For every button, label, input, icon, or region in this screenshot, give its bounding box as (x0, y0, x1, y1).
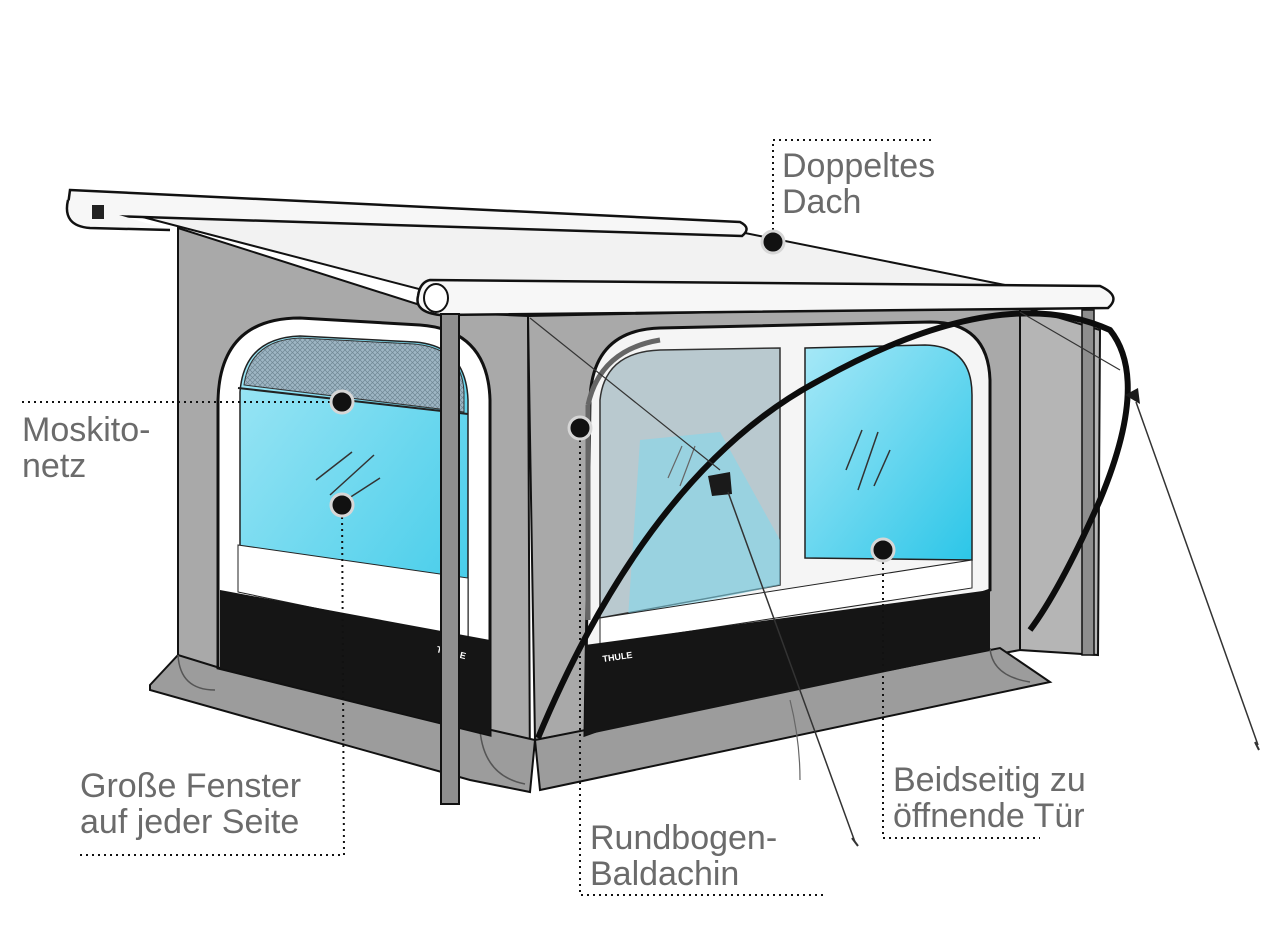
double-roof (65, 188, 1115, 317)
front-left-pole (440, 313, 460, 805)
marker-mosquito (329, 389, 355, 415)
label-door: Beidseitig zu öffnende Tür (893, 762, 1086, 834)
label-door-line2: öffnende Tür (893, 797, 1085, 835)
label-round-arch-canopy: Rundbogen- Baldachin (590, 820, 777, 892)
label-large-windows-line2: auf jeder Seite (80, 803, 300, 841)
rail-bracket (92, 205, 104, 219)
callout-markers (329, 229, 896, 563)
leader-roof (772, 139, 935, 242)
label-round-arch-canopy-line1: Rundbogen- (590, 819, 778, 857)
label-mosquito-net-line1: Moskito- (22, 411, 151, 449)
leader-canopy (579, 428, 825, 896)
label-round-arch-canopy-line2: Baldachin (590, 855, 740, 893)
label-double-roof: Doppeltes Dach (782, 148, 935, 220)
right-side-wall (1019, 304, 1102, 657)
label-mosquito-net-line2: netz (22, 447, 87, 485)
label-door-line1: Beidseitig zu (893, 761, 1086, 799)
guy-line-right (1135, 401, 1259, 746)
label-large-windows: Große Fenster auf jeder Seite (80, 768, 301, 840)
front-door-window: THULE (583, 320, 992, 738)
leader-door (882, 550, 1040, 839)
leader-lines (20, 139, 1040, 896)
guy-line-front (727, 491, 856, 843)
left-window: THULE (216, 316, 492, 737)
label-double-roof-line1: Doppeltes (782, 147, 936, 185)
label-large-windows-line1: Große Fenster (80, 767, 302, 805)
marker-door (870, 537, 896, 563)
marker-roof (760, 229, 786, 255)
front-awning-rail (416, 278, 1115, 317)
label-mosquito-net: Moskito- netz (22, 412, 150, 484)
marker-windows (329, 492, 355, 518)
right-pole (1081, 309, 1095, 656)
marker-canopy (567, 415, 593, 441)
label-double-roof-line2: Dach (782, 183, 862, 221)
thule-logo-front: THULE (602, 650, 633, 664)
round-arch-canopy (529, 310, 1260, 847)
